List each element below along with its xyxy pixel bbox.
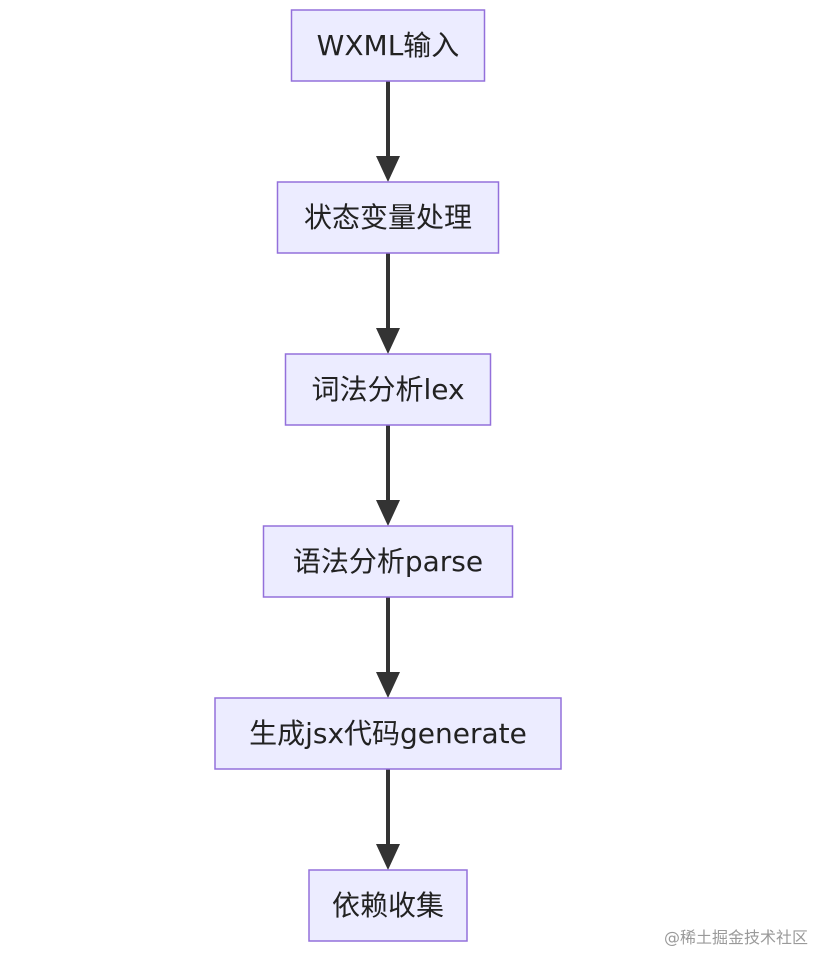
flow-node-label: 词法分析lex: [311, 373, 464, 406]
flow-node-6: 依赖收集: [308, 869, 468, 942]
flow-arrow-head: [376, 328, 400, 354]
flow-arrow-4: [376, 597, 400, 698]
flow-node-5: 生成jsx代码generate: [214, 697, 562, 770]
flow-node-3: 词法分析lex: [284, 353, 492, 426]
flow-arrow-head: [376, 156, 400, 182]
flow-node-label: 状态变量处理: [304, 201, 472, 234]
flow-arrow-head: [376, 844, 400, 870]
flow-node-box: [308, 869, 468, 942]
flow-node-1: WXML输入: [290, 9, 486, 82]
flow-arrow-head: [376, 672, 400, 698]
flow-node-2: 状态变量处理: [276, 181, 500, 254]
flow-node-box: [262, 525, 514, 598]
flow-node-label: WXML输入: [317, 29, 460, 62]
flow-node-box: [290, 9, 486, 82]
flow-node-label: 生成jsx代码generate: [249, 717, 527, 750]
edges-layer: [376, 81, 400, 870]
flow-arrow-1: [376, 81, 400, 182]
flow-arrow-5: [376, 769, 400, 870]
flow-node-box: [214, 697, 562, 770]
flow-node-box: [284, 353, 492, 426]
flow-node-box: [276, 181, 500, 254]
flow-arrow-head: [376, 500, 400, 526]
flow-arrow-3: [376, 425, 400, 526]
flow-node-4: 语法分析parse: [262, 525, 514, 598]
flow-node-label: 依赖收集: [332, 889, 444, 922]
watermark-text: @稀土掘金技术社区: [663, 928, 808, 947]
flow-arrow-2: [376, 253, 400, 354]
flow-node-label: 语法分析parse: [293, 545, 483, 578]
